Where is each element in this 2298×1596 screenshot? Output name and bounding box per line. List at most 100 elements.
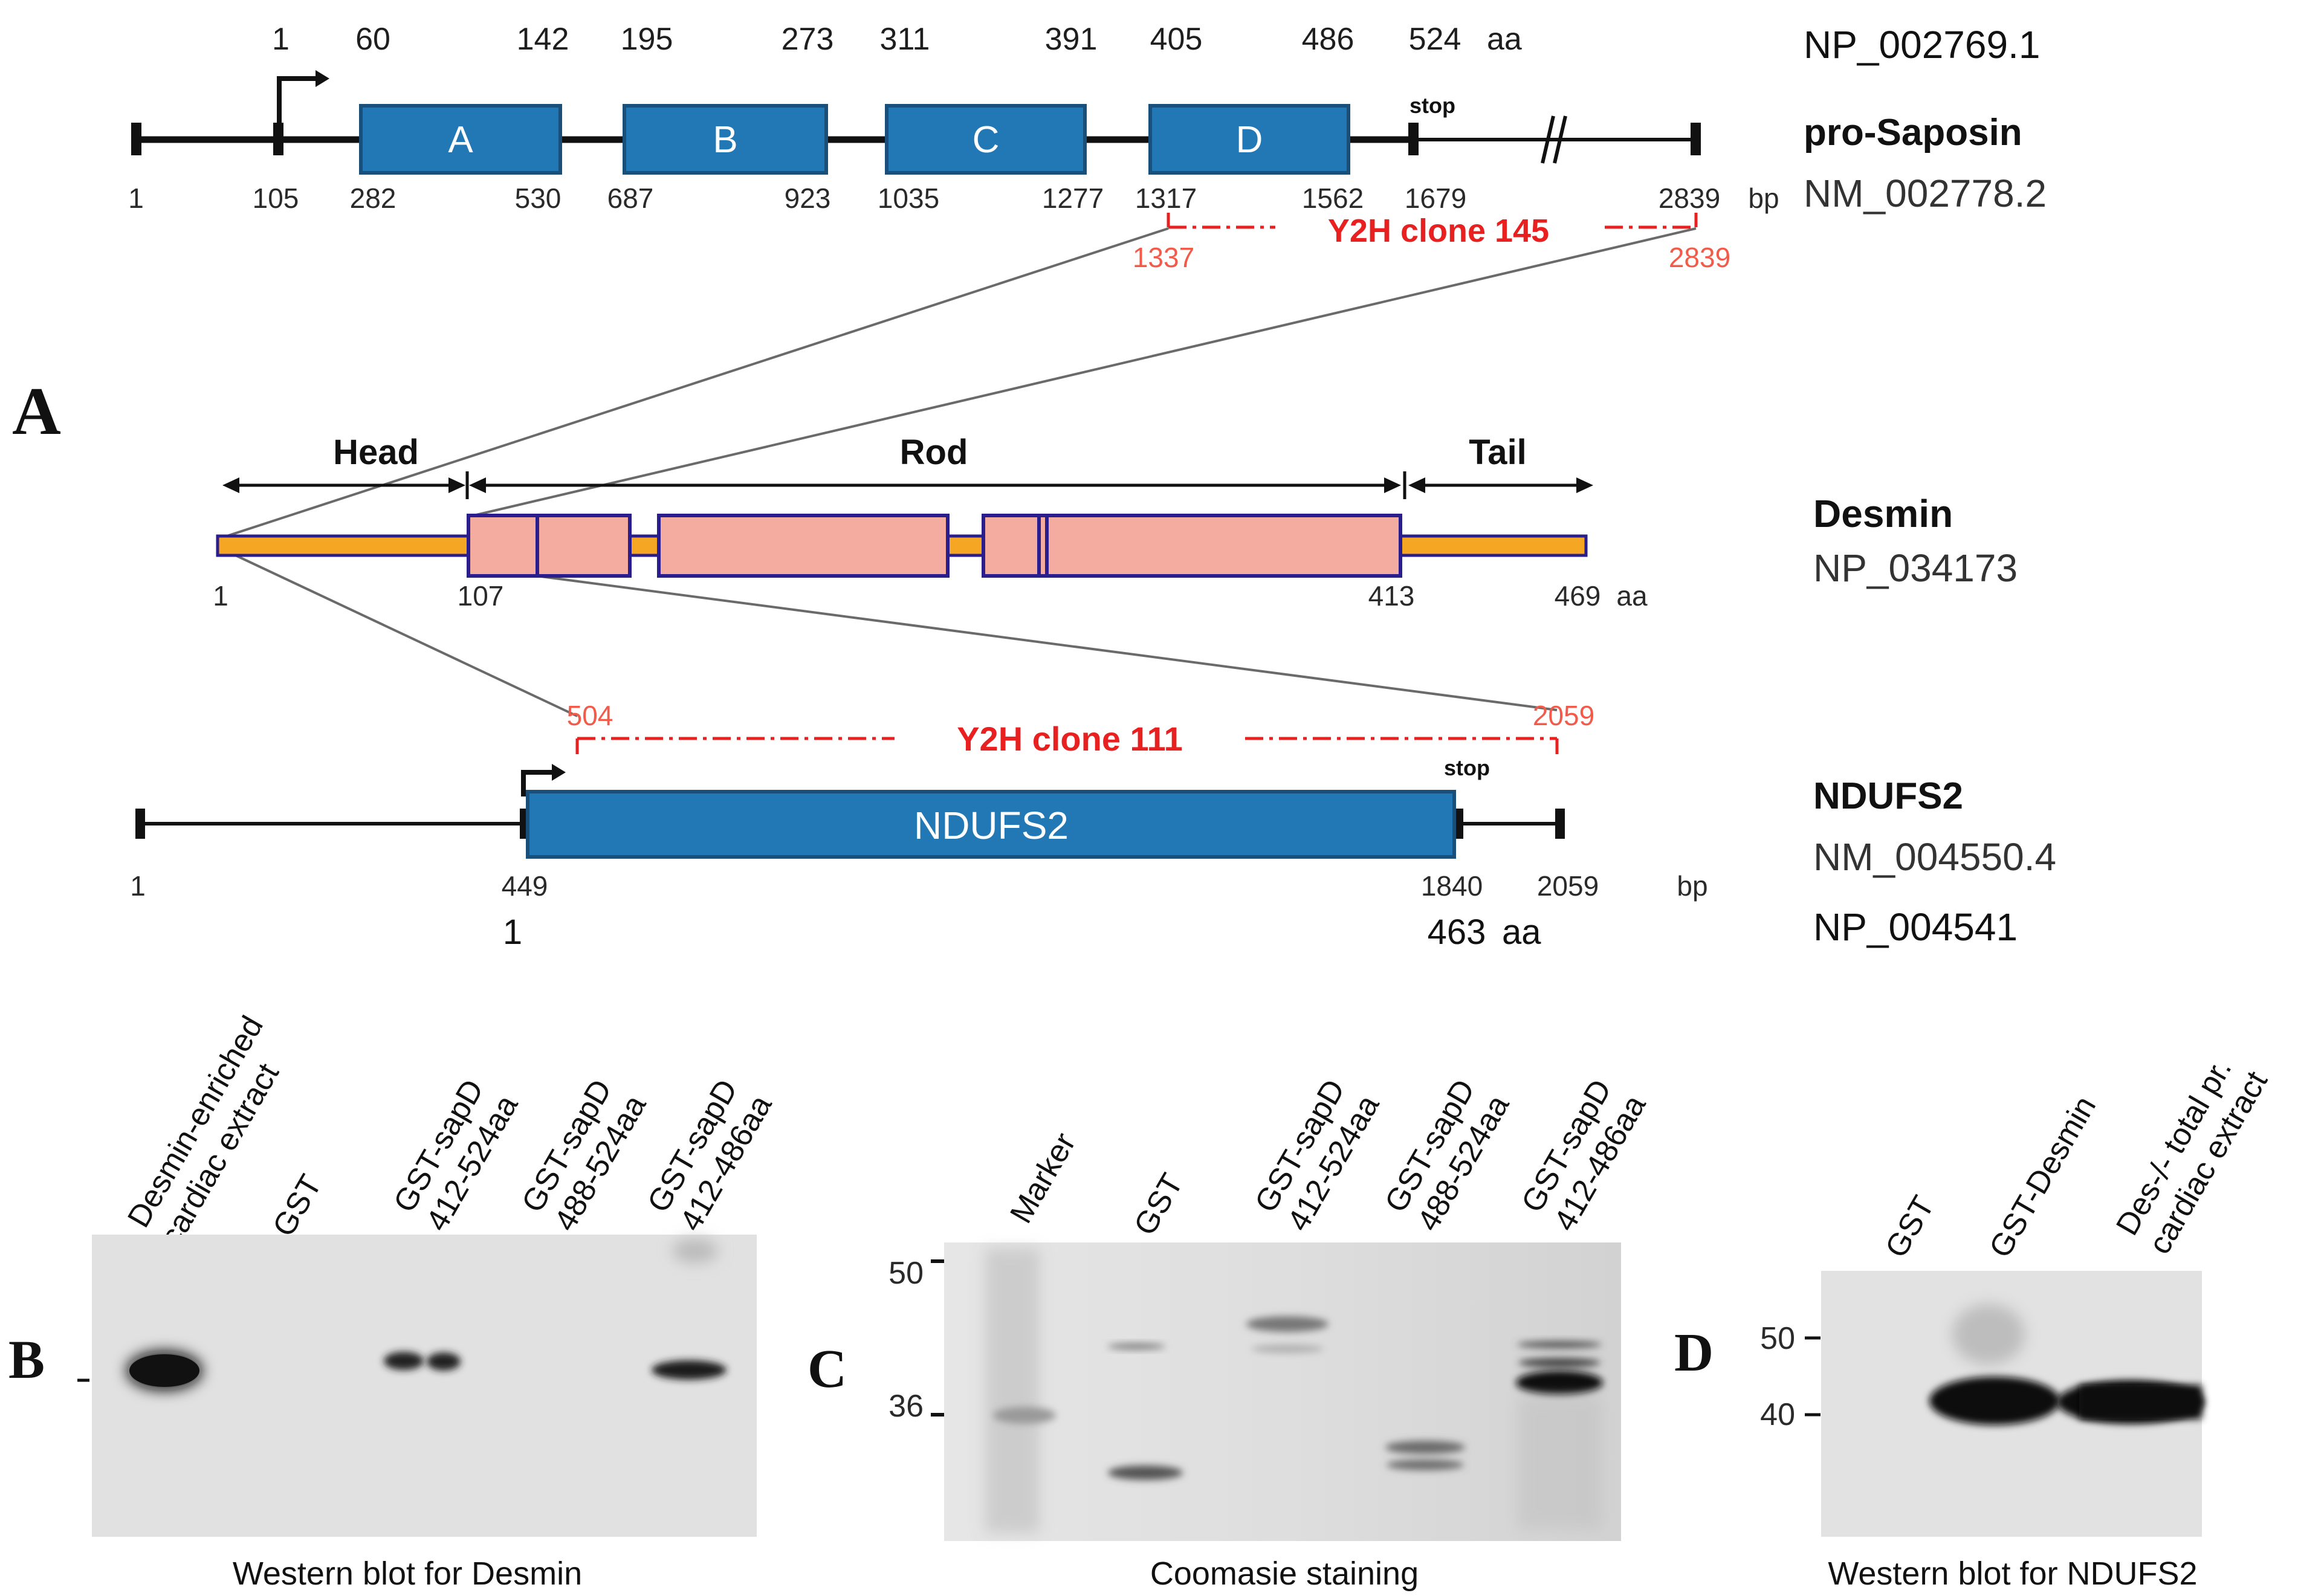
desmin-accession: NP_034173 — [1813, 546, 2018, 590]
aa-number: 273 — [782, 22, 834, 57]
saposin-tick — [273, 123, 283, 155]
blot-c-lane-labels: Marker GST GST-sapD 412-524aa GST-sapD 4… — [1003, 1066, 1652, 1241]
saposin-gene-map: 1 60 142 195 273 311 391 405 486 524 aa — [128, 22, 2047, 273]
domain-label: C — [973, 119, 1000, 161]
lane-label: GST — [1879, 1190, 1941, 1264]
saposin-bp-numbers: 1 105 282 530 687 923 1035 1277 1317 156… — [128, 183, 1779, 214]
domain-box-d — [1148, 104, 1350, 175]
domain-label: A — [448, 119, 473, 161]
blot-c-markers: 50 36 — [888, 1256, 924, 1424]
marker-label: 40 — [1760, 1397, 1795, 1432]
aa-number: 311 — [880, 22, 930, 57]
aa-number: 486 — [1302, 22, 1355, 57]
start-arrow-head-icon — [552, 764, 566, 781]
arrow-right-icon — [448, 477, 465, 493]
break-mark-icon — [1541, 115, 1555, 164]
blot-b-bands — [127, 1239, 727, 1390]
smear — [1952, 1304, 2025, 1365]
panel-letter-d: D — [1674, 1323, 1714, 1383]
bp-number: 282 — [350, 183, 396, 214]
ndufs2-end-tick — [1555, 809, 1565, 839]
band — [1387, 1459, 1464, 1470]
aa-end: 463 — [1428, 913, 1486, 952]
band — [1385, 1441, 1465, 1454]
blot-c-caption: Coomasie staining — [1150, 1556, 1419, 1592]
clone-145-start: 1337 — [1133, 242, 1194, 273]
band — [1107, 1343, 1165, 1349]
ndufs2-end-tick — [135, 809, 145, 839]
band — [1517, 1341, 1602, 1348]
ndufs2-mrna-accession: NM_004550.4 — [1813, 835, 2056, 879]
bp-number: 1035 — [878, 183, 939, 214]
ndufs2-bp-numbers: 1 449 1840 2059 bp — [130, 870, 1707, 902]
desmin-numbers: 1 107 413 469 aa — [213, 580, 1648, 612]
start-arrow-icon — [521, 770, 556, 796]
bp-unit: bp — [1677, 870, 1707, 902]
rod-segment — [1045, 514, 1402, 578]
ndufs2-gene-map: 504 2059 Y2H clone 111 NDUFS2 stop 1 449… — [130, 700, 2056, 952]
aa-unit: aa — [1502, 913, 1541, 952]
lane-label: GST-sapD 412-524aa — [1248, 1066, 1389, 1237]
aa-number: 142 — [517, 22, 569, 57]
bp-unit: bp — [1748, 183, 1779, 214]
start-arrow-icon — [277, 76, 320, 127]
marker-lane-smear — [985, 1249, 1040, 1533]
band — [1108, 1465, 1183, 1480]
blot-d-lane-labels: GST GST-Desmin Des-/- total pr. cardiac … — [1879, 1045, 2275, 1264]
aa-unit: aa — [1616, 580, 1648, 612]
band — [1516, 1371, 1603, 1395]
bp-number: 2059 — [1537, 870, 1599, 902]
lane-label: GST-sapD 412-524aa — [387, 1066, 528, 1237]
lane-smear — [1517, 1396, 1602, 1529]
start-arrow-head-icon — [316, 70, 329, 87]
aa-number: 1 — [213, 580, 228, 612]
arrow-left-icon — [1408, 477, 1425, 493]
aa-start: 1 — [503, 913, 522, 952]
clone-145-span: Y2H clone 145 1337 2839 — [1133, 213, 1730, 273]
band — [2079, 1385, 2202, 1419]
band — [652, 1360, 727, 1380]
aa-number: 107 — [458, 580, 504, 612]
bp-number: 1562 — [1302, 183, 1364, 214]
blot-b-caption: Western blot for Desmin — [233, 1556, 582, 1592]
aa-number: 391 — [1045, 22, 1098, 57]
lane-label: GST-Desmin — [1982, 1090, 2103, 1264]
region-label-rod: Rod — [900, 433, 968, 472]
aa-number: 195 — [621, 22, 673, 57]
blot-c-bands — [985, 1249, 1603, 1533]
bp-number: 1317 — [1135, 183, 1197, 214]
aa-number: 469 — [1555, 580, 1601, 612]
bp-number: 1 — [128, 183, 144, 214]
saposin-end-tick — [131, 123, 141, 155]
region-label-tail: Tail — [1469, 433, 1527, 472]
domain-box-a — [359, 104, 562, 175]
bp-number: 1679 — [1405, 183, 1466, 214]
bp-number: 687 — [607, 183, 654, 214]
clone-111-span: Y2H clone 111 — [575, 720, 1559, 758]
rod-segment — [657, 514, 950, 578]
blot-c-gel — [944, 1242, 1621, 1541]
marker-label: 50 — [1760, 1321, 1795, 1356]
band — [672, 1239, 718, 1263]
arrow-right-icon — [1384, 477, 1401, 493]
band — [129, 1354, 199, 1387]
aa-number: 405 — [1150, 22, 1203, 57]
bp-number: 530 — [515, 183, 562, 214]
marker-label: 50 — [888, 1256, 924, 1291]
lane-label: Des-/- total pr. cardiac extract — [2109, 1045, 2275, 1260]
domain-label: B — [713, 119, 737, 161]
panel-d-western-blot: GST GST-Desmin Des-/- total pr. cardiac … — [1674, 1045, 2275, 1592]
band — [993, 1407, 1056, 1424]
stop-label: stop — [1410, 93, 1455, 118]
panel-letter-a: A — [12, 374, 61, 449]
saposin-aa-numbers: 1 60 142 195 273 311 391 405 486 524 aa — [272, 22, 1522, 57]
band — [1518, 1358, 1601, 1368]
bp-number: 1840 — [1421, 870, 1483, 902]
panel-letter-c: C — [808, 1339, 847, 1399]
lane-label: GST-sapD 412-486aa — [641, 1066, 782, 1237]
desmin-rod-segments — [467, 514, 1402, 578]
band — [1246, 1316, 1329, 1332]
connector-lines — [217, 227, 1697, 717]
blot-d-caption: Western blot for NDUFS2 — [1828, 1556, 2197, 1592]
